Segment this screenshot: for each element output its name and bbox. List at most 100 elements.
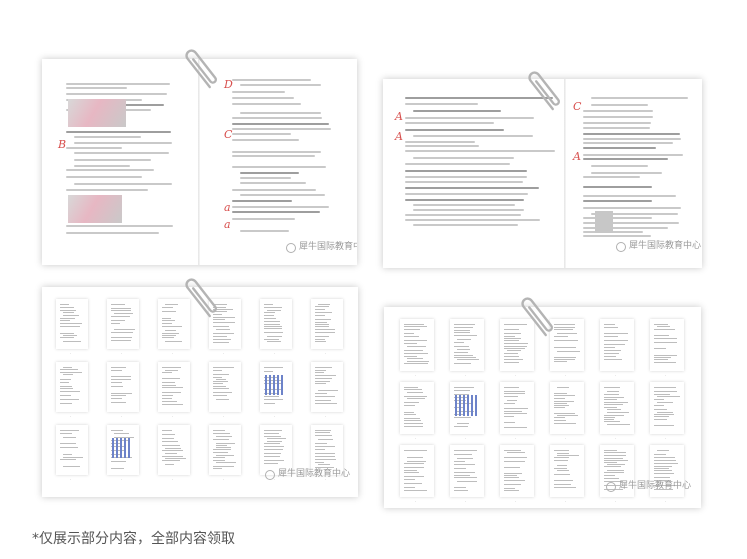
- text-line: [583, 222, 679, 224]
- text-line: [404, 333, 414, 334]
- text-line: [604, 353, 619, 354]
- text-line: [583, 138, 682, 140]
- text-line: [454, 346, 469, 347]
- text-line: [162, 333, 179, 334]
- text-line: [216, 462, 236, 463]
- text-line: [63, 466, 80, 467]
- page-number-mark: ·: [121, 477, 123, 482]
- text-line: [315, 315, 325, 316]
- watermark: 犀牛国际教育中心: [265, 469, 350, 480]
- text-line: [604, 455, 626, 456]
- text-line: [165, 330, 176, 331]
- text-line: [654, 329, 675, 330]
- page-thumbnail: [158, 425, 190, 475]
- text-line: [315, 372, 324, 373]
- text-line: [654, 460, 676, 461]
- text-line: [232, 79, 312, 81]
- text-line: [507, 350, 521, 351]
- text-line: [315, 400, 331, 401]
- text-line: [554, 484, 571, 485]
- text-line: [315, 381, 330, 382]
- text-line: [264, 443, 280, 444]
- text-line: [554, 460, 568, 461]
- page-number-mark: ·: [415, 436, 417, 441]
- page-thumbnail: [450, 382, 484, 434]
- watermark: 犀牛国际教育中心: [606, 481, 691, 492]
- red-annotation-mark: D: [224, 78, 233, 91]
- text-line: [162, 460, 180, 461]
- text-line: [66, 147, 122, 149]
- text-line: [407, 392, 423, 393]
- text-line: [60, 318, 75, 319]
- text-line: [162, 320, 175, 321]
- text-line: [413, 157, 514, 159]
- text-line: [604, 417, 615, 418]
- text-line: [654, 489, 673, 490]
- text-line: [604, 472, 624, 473]
- text-line: [74, 142, 173, 144]
- text-line: [413, 204, 516, 206]
- text-line: [404, 326, 427, 327]
- text-line: [591, 97, 688, 99]
- text-line: [504, 348, 525, 349]
- red-annotation-mark: a: [224, 218, 231, 231]
- text-line: [315, 332, 335, 333]
- text-line: [507, 452, 525, 453]
- text-line: [657, 402, 673, 403]
- text-line: [554, 407, 565, 408]
- text-line: [504, 477, 519, 478]
- paperclip-icon: [514, 291, 562, 344]
- text-line: [591, 213, 678, 215]
- text-line: [405, 122, 494, 124]
- page-thumbnail: [311, 362, 343, 412]
- text-line: [315, 432, 330, 433]
- text-line: [213, 439, 229, 440]
- text-line: [111, 468, 124, 469]
- page-number-mark: ·: [172, 414, 174, 419]
- text-line: [407, 457, 423, 458]
- text-line: [213, 342, 229, 343]
- page-thumbnail: [209, 299, 241, 349]
- text-line: [264, 304, 273, 305]
- text-line: [554, 393, 567, 394]
- text-line: [554, 340, 578, 341]
- page-number-mark: ·: [274, 351, 276, 356]
- text-line: [267, 341, 281, 342]
- text-line: [315, 449, 325, 450]
- text-line: [554, 357, 576, 358]
- text-line: [554, 361, 567, 362]
- text-line: [315, 326, 329, 327]
- text-line: [213, 374, 229, 375]
- text-line: [654, 324, 668, 325]
- text-line: [404, 389, 422, 390]
- text-line: [213, 381, 228, 382]
- text-line: [240, 112, 322, 114]
- text-line: [604, 478, 619, 479]
- text-line: [240, 172, 300, 174]
- text-line: [63, 457, 83, 458]
- text-line: [162, 337, 174, 338]
- text-line: [315, 443, 327, 444]
- text-line: [607, 391, 619, 392]
- text-line: [604, 404, 623, 405]
- text-line: [63, 454, 72, 455]
- text-line: [654, 457, 675, 458]
- text-line: [405, 181, 524, 183]
- text-line: [554, 324, 575, 325]
- text-line: [111, 316, 130, 317]
- text-line: [457, 423, 469, 424]
- text-line: [114, 433, 129, 434]
- text-line: [654, 357, 671, 358]
- text-line: [583, 227, 668, 229]
- page-thumbnail: [209, 362, 241, 412]
- text-line: [60, 369, 78, 370]
- text-line: [404, 463, 424, 464]
- text-line: [213, 311, 227, 312]
- text-line: [604, 466, 621, 467]
- text-line: [213, 322, 235, 323]
- text-line: [162, 335, 176, 336]
- text-line: [216, 447, 231, 448]
- text-line: [404, 353, 428, 354]
